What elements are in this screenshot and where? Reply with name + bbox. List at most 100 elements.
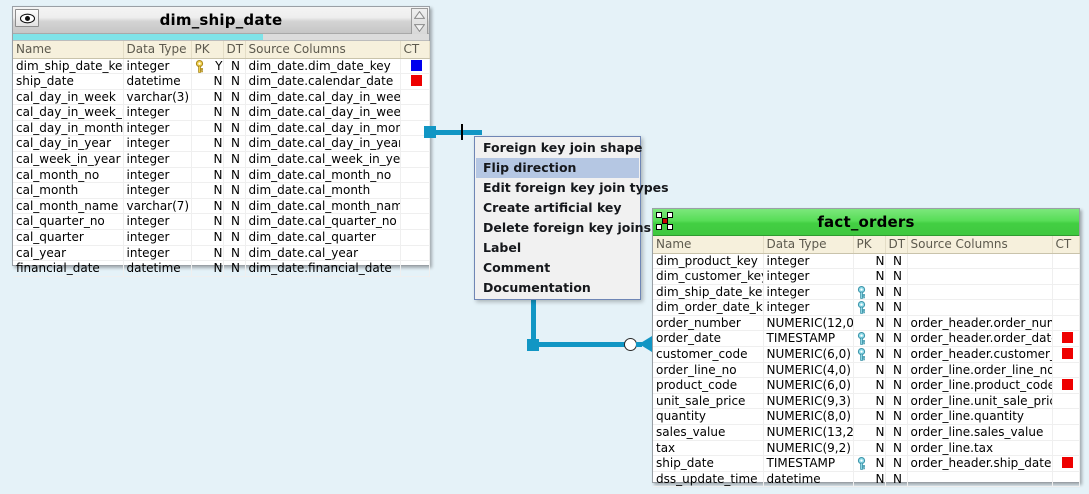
join-line-bottom-horizontal-2[interactable] (636, 341, 642, 347)
cell-source-column (907, 284, 1053, 301)
cell-ct-swatch (400, 213, 430, 231)
join-arrowhead-icon (639, 336, 652, 352)
primary-key-icon (856, 457, 867, 471)
cell-pk: N (853, 424, 886, 441)
cell-dt: N (885, 284, 908, 301)
column-header-ct[interactable]: CT (1052, 236, 1080, 254)
join-line-bottom-horizontal[interactable] (533, 341, 626, 347)
menu-item-edit-foreign-key-join-types[interactable]: Edit foreign key join types (483, 180, 669, 195)
cell-column-name: tax (653, 440, 764, 457)
cell-data-type: integer (763, 253, 854, 270)
cell-column-name: cal_month (13, 182, 124, 199)
cell-pk: N (191, 151, 224, 168)
eye-icon[interactable] (15, 9, 39, 27)
cell-pk: Y (191, 58, 224, 75)
column-header-data-type[interactable]: Data Type (763, 236, 854, 254)
cell-ct-swatch (1052, 346, 1080, 363)
cell-data-type: NUMERIC(9,2) (763, 440, 854, 457)
column-header-source-columns[interactable]: Source Columns (245, 41, 401, 59)
cell-column-name: cal_week_in_year (13, 151, 124, 168)
cell-column-name: unit_sale_price (653, 393, 764, 410)
menu-item-label[interactable]: Label (483, 240, 522, 255)
cell-data-type: TIMESTAMP (763, 330, 854, 348)
cell-data-type: integer (123, 104, 192, 121)
cell-ct-swatch (1052, 362, 1080, 379)
entity-titlebar[interactable]: dim_ship_date (13, 7, 429, 35)
cell-ct-swatch (1052, 455, 1080, 472)
column-header-dt[interactable]: DT (885, 236, 908, 254)
cell-ct-swatch (1052, 315, 1080, 332)
column-header-pk[interactable]: PK (853, 236, 886, 254)
cell-column-name: ship_date (13, 73, 124, 90)
column-header-name[interactable]: Name (653, 236, 764, 254)
column-header-dt[interactable]: DT (223, 41, 246, 59)
menu-item-documentation[interactable]: Documentation (483, 280, 591, 295)
column-header-data-type[interactable]: Data Type (123, 41, 192, 59)
table-row[interactable]: cal_day_in_week_nointegerNNdim_date.cal_… (13, 104, 430, 121)
cell-ct-swatch (1052, 330, 1080, 348)
cell-source-column: dim_date.cal_quarter (245, 229, 401, 246)
join-line-vertical[interactable] (530, 300, 536, 344)
menu-item-create-artificial-key[interactable]: Create artificial key (483, 200, 622, 215)
cell-dt: N (223, 167, 246, 184)
column-header-pk[interactable]: PK (191, 41, 224, 59)
cell-dt: N (885, 408, 908, 426)
cell-ct-swatch (1052, 268, 1080, 285)
cell-source-column: dim_date.financial_date (245, 260, 401, 277)
cell-source-column: order_line.order_line_no (907, 362, 1053, 379)
entity-titlebar[interactable]: fact_orders (653, 209, 1079, 236)
column-header-source-columns[interactable]: Source Columns (907, 236, 1053, 254)
cell-pk: N (191, 120, 224, 137)
entity-scrollbar[interactable] (411, 8, 428, 35)
menu-item-flip-direction[interactable]: Flip direction (476, 158, 639, 178)
column-header-ct[interactable]: CT (400, 41, 430, 59)
cell-data-type: datetime (123, 260, 192, 277)
cell-column-name: sales_value (653, 424, 764, 441)
menu-item-foreign-key-join-shape[interactable]: Foreign key join shape (483, 140, 643, 155)
cell-dt: N (885, 268, 908, 285)
cell-data-type: integer (123, 167, 192, 184)
scroll-down-arrow-icon[interactable] (413, 23, 426, 33)
join-line-top-horizontal[interactable] (430, 129, 482, 135)
scroll-up-arrow-icon[interactable] (413, 10, 426, 20)
cell-ct-swatch (400, 245, 430, 262)
menu-item-delete-foreign-key-joins[interactable]: Delete foreign key joins (483, 220, 652, 235)
column-header-name[interactable]: Name (13, 41, 124, 59)
menu-item-comment[interactable]: Comment (483, 260, 551, 275)
cell-pk: N (191, 73, 224, 90)
cell-pk: N (191, 229, 224, 246)
